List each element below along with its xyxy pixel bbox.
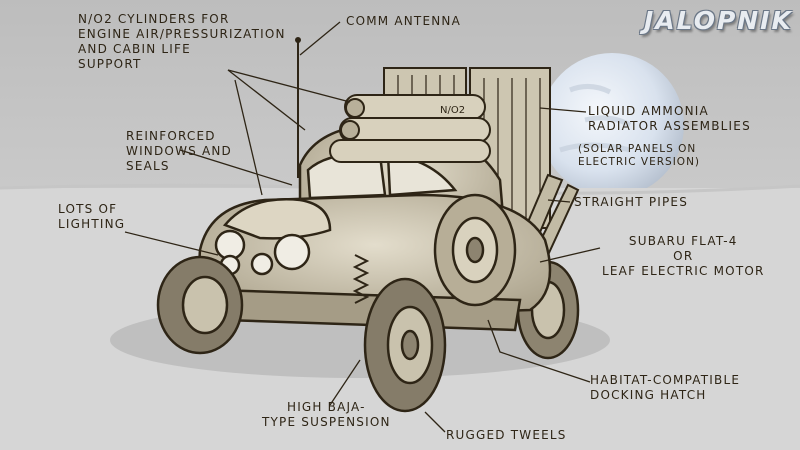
antenna-tip [295,37,301,43]
earth-cloud-marks [559,84,632,153]
headlights [214,229,311,276]
label-windows: REINFORCED WINDOWS AND SEALS [126,129,232,173]
roof-cylinders [329,94,491,163]
label-radiator: LIQUID AMMONIA RADIATOR ASSEMBLIES [588,104,751,133]
front-right-wheel [363,277,447,413]
label-cylinders: N/O2 CYLINDERS FOR ENGINE AIR/PRESSURIZA… [78,12,286,71]
tank-marking: N/O2 [440,105,465,116]
label-comm-antenna: COMM ANTENNA [346,14,462,28]
label-pipes: STRAIGHT PIPES [574,195,689,209]
label-suspension: HIGH BAJA- TYPE SUSPENSION [262,400,391,429]
docking-hatch-wheel [433,193,517,307]
jalopnik-logo: JALOPNIK [644,6,793,35]
label-hatch: HABITAT-COMPATIBLE DOCKING HATCH [590,373,741,402]
front-left-wheel [156,255,244,355]
label-lighting: LOTS OF LIGHTING [58,202,126,231]
suspension-spring [352,254,370,304]
label-solar-panels: (SOLAR PANELS ON ELECTRIC VERSION) [578,143,701,168]
label-engine: SUBARU FLAT-4 OR LEAF ELECTRIC MOTOR [602,234,765,278]
label-tires: RUGGED TWEELS [446,428,567,442]
callout-lines [124,21,601,433]
